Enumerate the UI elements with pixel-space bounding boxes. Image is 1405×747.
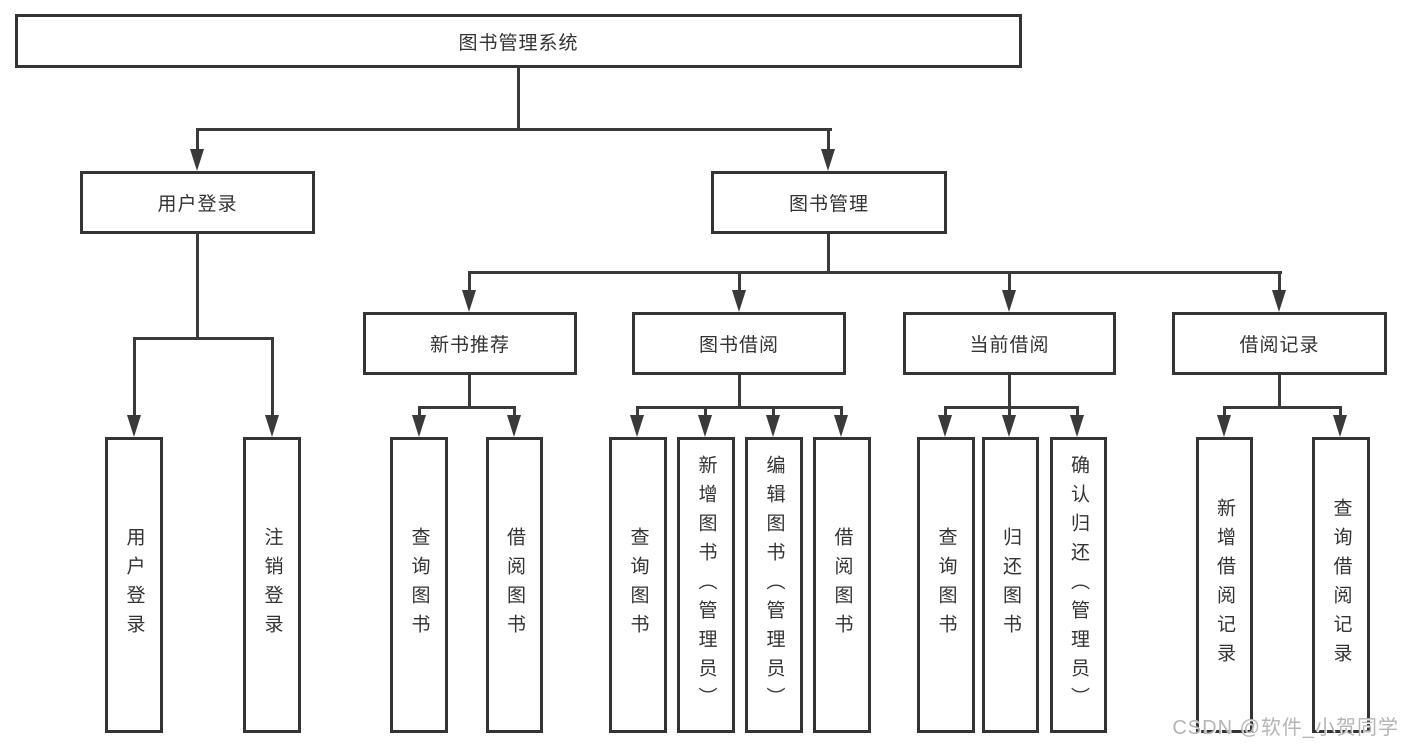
node-borrowing-records: 借阅记录 <box>1172 312 1387 375</box>
connector-borrowing-records-stem <box>1278 375 1281 409</box>
connector-current-borrowing-branch <box>944 406 1079 409</box>
connector-drop-borrowing-records <box>1278 271 1281 293</box>
node-book-borrowing-label: 图书借阅 <box>698 335 779 356</box>
connector-book-management-branch <box>468 271 1282 274</box>
connector-book-management-stem <box>827 234 830 274</box>
leaf-borrow-books-borrowing-label: 借阅图书 <box>831 527 853 643</box>
connector-drop-query-books-recommend <box>418 406 421 418</box>
connector-drop-query-books-borrowing <box>636 406 639 418</box>
node-current-borrowing: 当前借阅 <box>903 312 1116 375</box>
connector-drop-current-borrowing <box>1008 271 1011 293</box>
node-book-borrowing: 图书借阅 <box>632 312 846 375</box>
arrowhead-return-books <box>1002 415 1016 437</box>
leaf-borrow-books-recommend: 借阅图书 <box>486 437 543 733</box>
leaf-borrow-books-recommend-label: 借阅图书 <box>504 527 525 643</box>
leaf-logout: 注销登录 <box>243 437 301 733</box>
connector-root-stem <box>517 68 520 131</box>
arrowhead-query-books-borrowing <box>630 415 644 437</box>
leaf-query-borrow-record: 查询借阅记录 <box>1312 437 1370 733</box>
leaf-add-books-admin-label: 新增图书（管理员） <box>695 454 717 716</box>
leaf-add-books-admin: 新增图书（管理员） <box>677 437 735 733</box>
arrowhead-borrow-books-borrowing <box>834 415 848 437</box>
connector-drop-edit-books-admin <box>772 406 775 418</box>
arrowhead-borrowing-records <box>1272 290 1286 312</box>
node-user-login-label: 用户登录 <box>157 194 238 215</box>
connector-current-borrowing-stem <box>1008 375 1011 409</box>
arrowhead-new-book-recommendation <box>462 290 476 312</box>
leaf-logout-label: 注销登录 <box>261 527 283 643</box>
connector-drop-query-borrow-record <box>1339 406 1342 418</box>
csdn-watermark: CSDN @软件_小贺同学 <box>1172 717 1399 739</box>
connector-drop-add-borrow-record <box>1223 406 1226 418</box>
connector-drop-add-books-admin <box>704 406 707 418</box>
connector-user-login-stem <box>196 234 199 340</box>
connector-drop-confirm-return-admin <box>1076 406 1079 418</box>
node-new-book-recommendation-label: 新书推荐 <box>429 335 510 356</box>
node-borrowing-records-label: 借阅记录 <box>1239 335 1320 356</box>
arrowhead-borrow-books-recommend <box>507 415 521 437</box>
connector-root-branch <box>196 128 832 131</box>
connector-drop-leaf-logout <box>271 337 274 418</box>
leaf-confirm-return-admin-label: 确认归还（管理员） <box>1068 454 1089 716</box>
node-root-label: 图书管理系统 <box>458 32 579 54</box>
arrowhead-add-borrow-record <box>1217 415 1231 437</box>
connector-new-book-stem <box>468 375 471 409</box>
leaf-return-books-label: 归还图书 <box>1000 527 1021 643</box>
connector-drop-return-books <box>1008 406 1011 418</box>
connector-borrowing-records-branch <box>1223 406 1342 409</box>
arrowhead-leaf-logout <box>265 415 279 437</box>
leaf-query-books-borrowing-label: 查询图书 <box>627 527 649 643</box>
arrowhead-add-books-admin <box>698 415 712 437</box>
node-current-borrowing-label: 当前借阅 <box>969 335 1050 356</box>
leaf-add-borrow-record-label: 新增借阅记录 <box>1214 498 1235 672</box>
arrowhead-book-management <box>821 149 835 171</box>
leaf-user-login-label: 用户登录 <box>123 527 145 643</box>
leaf-borrow-books-borrowing: 借阅图书 <box>813 437 871 733</box>
connector-drop-new-book-recommendation <box>468 271 471 293</box>
leaf-query-books-borrowing: 查询图书 <box>609 437 667 733</box>
connector-drop-borrow-books-borrowing <box>840 406 843 418</box>
connector-drop-leaf-user-login <box>133 337 136 418</box>
leaf-confirm-return-admin: 确认归还（管理员） <box>1050 437 1107 733</box>
node-new-book-recommendation: 新书推荐 <box>363 312 577 375</box>
connector-drop-borrow-books-recommend <box>513 406 516 418</box>
connector-drop-book-borrowing <box>738 271 741 293</box>
leaf-query-borrow-record-label: 查询借阅记录 <box>1330 498 1352 672</box>
leaf-add-borrow-record: 新增借阅记录 <box>1196 437 1253 733</box>
leaf-query-books-current: 查询图书 <box>917 437 975 733</box>
arrowhead-query-books-recommend <box>412 415 426 437</box>
connector-book-borrowing-stem <box>738 375 741 409</box>
arrowhead-book-borrowing <box>732 290 746 312</box>
arrowhead-confirm-return-admin <box>1070 415 1084 437</box>
arrowhead-edit-books-admin <box>766 415 780 437</box>
leaf-return-books: 归还图书 <box>982 437 1039 733</box>
connector-drop-book-management <box>827 128 830 153</box>
connector-new-book-branch <box>418 406 516 409</box>
node-user-login: 用户登录 <box>80 171 315 234</box>
leaf-query-books-current-label: 查询图书 <box>935 527 957 643</box>
connector-drop-user-login <box>196 128 199 153</box>
leaf-query-books-recommend: 查询图书 <box>390 437 448 733</box>
leaf-query-books-recommend-label: 查询图书 <box>408 527 430 643</box>
node-book-management: 图书管理 <box>711 171 947 234</box>
node-book-management-label: 图书管理 <box>788 194 869 215</box>
node-root: 图书管理系统 <box>15 14 1022 68</box>
connector-drop-query-books-current <box>944 406 947 418</box>
arrowhead-user-login <box>190 149 204 171</box>
arrowhead-current-borrowing <box>1002 290 1016 312</box>
arrowhead-query-books-current <box>938 415 952 437</box>
leaf-edit-books-admin-label: 编辑图书（管理员） <box>763 454 785 716</box>
arrowhead-leaf-user-login <box>127 415 141 437</box>
arrowhead-query-borrow-record <box>1333 415 1347 437</box>
leaf-edit-books-admin: 编辑图书（管理员） <box>745 437 803 733</box>
connector-user-login-branch <box>133 337 274 340</box>
connector-book-borrowing-branch <box>636 406 843 409</box>
leaf-user-login: 用户登录 <box>105 437 163 733</box>
